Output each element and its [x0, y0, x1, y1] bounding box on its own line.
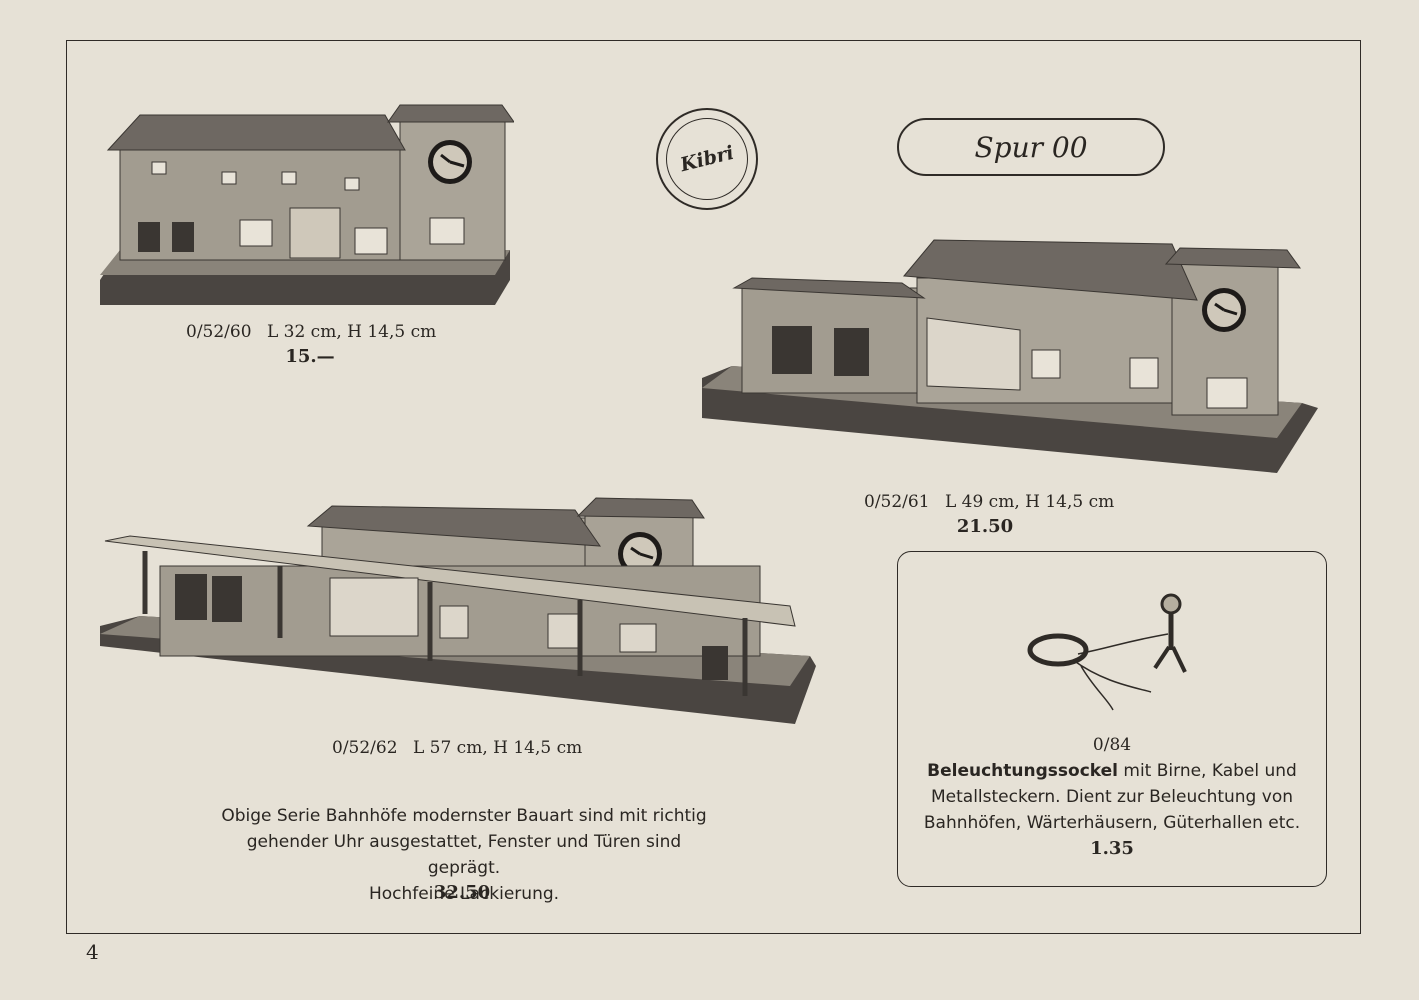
kibri-logo: Kibri [656, 108, 758, 210]
accessory-code: 0/84 [1092, 735, 1132, 755]
description-line-1: Obige Serie Bahnhöfe modernster Bauart s… [221, 806, 707, 826]
caption-60-code: 0/52/60 [186, 322, 252, 342]
station-62-image [100, 497, 816, 724]
caption-61: 0/52/61 L 49 cm, H 14,5 cm [864, 492, 1114, 512]
description-line-3: Hochfeine Lackierung. [368, 884, 560, 904]
accessory-text: 0/84 Beleuchtungssockel mit Birne, Kabel… [898, 732, 1326, 862]
price-62: 32.50 [433, 882, 491, 903]
gauge-label: Spur 00 [897, 118, 1165, 176]
accessory-line-2: Metallsteckern. Dient zur Beleuchtung vo… [930, 787, 1293, 807]
station-61-image [702, 239, 1318, 473]
description-line-2: gehender Uhr ausgestattet, Fenster und T… [246, 832, 682, 878]
accessory-box: 0/84 Beleuchtungssockel mit Birne, Kabel… [897, 551, 1327, 887]
page-number: 4 [86, 940, 99, 964]
accessory-price: 1.35 [1090, 838, 1134, 859]
caption-60: 0/52/60 L 32 cm, H 14,5 cm [186, 322, 436, 342]
caption-61-dims: L 49 cm, H 14,5 cm [944, 492, 1115, 512]
logo-text: Kibri [678, 141, 736, 177]
page-frame [66, 40, 1361, 934]
station-60-image [100, 104, 514, 305]
lamp-socket-image [1027, 593, 1187, 711]
accessory-name: Beleuchtungssockel [927, 761, 1118, 781]
caption-62-dims: L 57 cm, H 14,5 cm [412, 738, 583, 758]
caption-62-code: 0/52/62 [332, 738, 398, 758]
caption-60-dims: L 32 cm, H 14,5 cm [266, 322, 437, 342]
caption-62: 0/52/62 L 57 cm, H 14,5 cm [332, 738, 582, 758]
price-61: 21.50 [956, 516, 1014, 537]
caption-61-code: 0/52/61 [864, 492, 930, 512]
price-60: 15.— [285, 346, 335, 367]
accessory-line-3: Bahnhöfen, Wärterhäusern, Güterhallen et… [923, 813, 1301, 833]
accessory-line-1: mit Birne, Kabel und [1117, 761, 1297, 781]
description: Obige Serie Bahnhöfe modernster Bauart s… [214, 803, 714, 907]
